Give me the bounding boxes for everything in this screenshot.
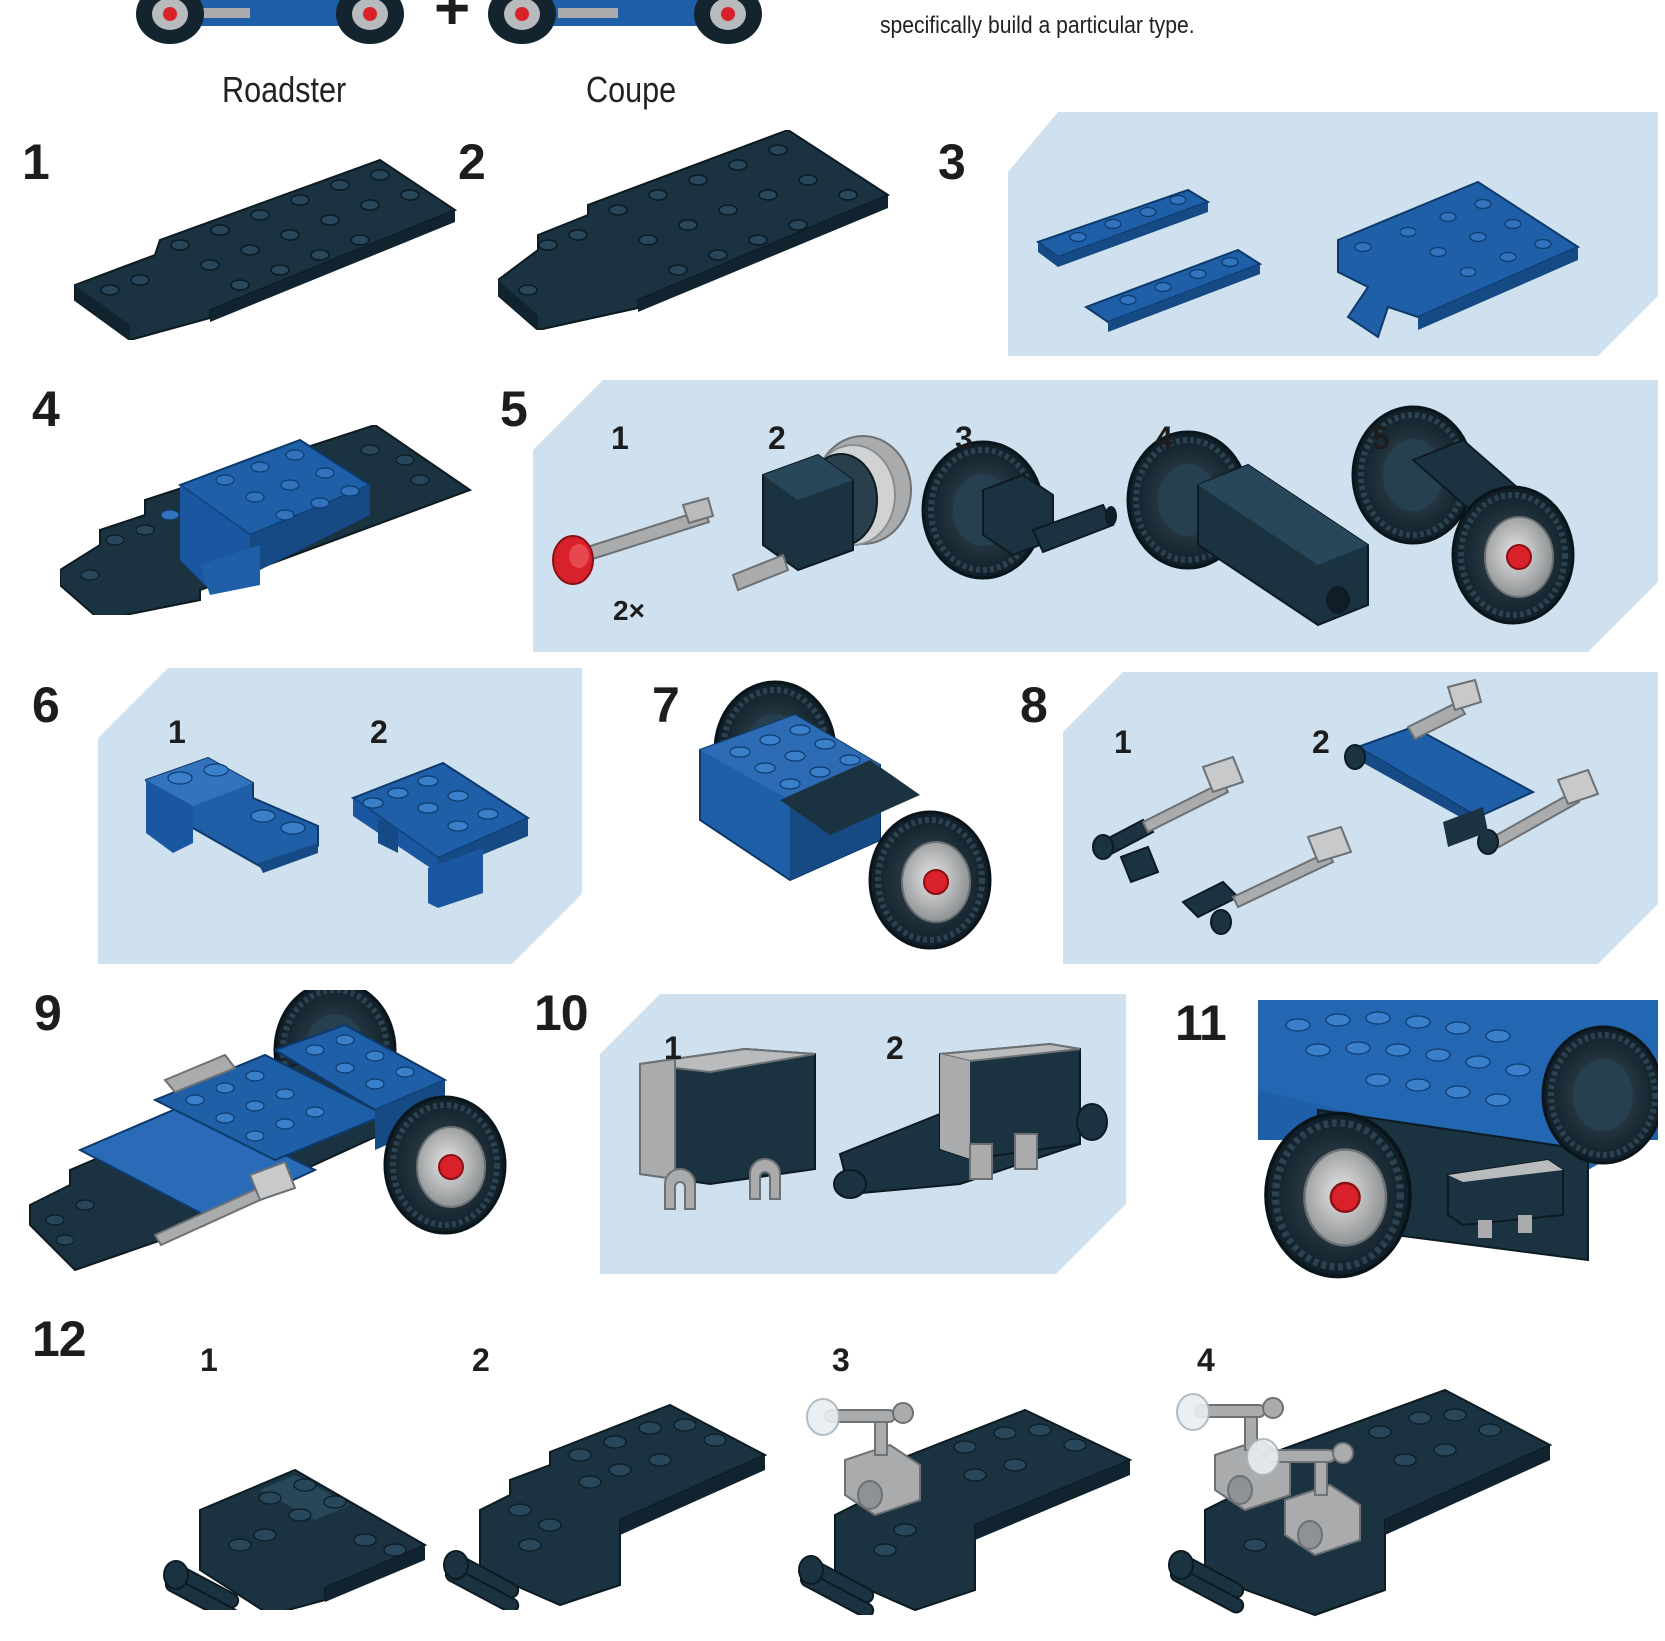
- plus-symbol: +: [434, 0, 471, 43]
- step-5-substep-5: 5: [1372, 420, 1390, 456]
- step-10-substep-2: 2: [886, 1030, 904, 1066]
- blue-brick-1x2-stack: [146, 758, 318, 873]
- step-6-substep-2: 2: [370, 714, 388, 750]
- step-10-panel: [600, 994, 1126, 1274]
- roadster-preview: [130, 0, 420, 48]
- step-12-substep-2: 2: [472, 1342, 490, 1378]
- step-12-substep-1-illustration: [160, 1420, 430, 1610]
- wheel-pair-assembly: [1353, 407, 1573, 623]
- step-5-quantity: 2×: [613, 595, 645, 626]
- step-5-substep-1: 1: [611, 420, 629, 456]
- wheel-side-assembly: [923, 442, 1117, 578]
- step-number-9: 9: [34, 985, 62, 1041]
- step-6-panel: [98, 668, 582, 964]
- step-number-2: 2: [458, 134, 486, 190]
- step-8-substep-2: 2: [1312, 724, 1330, 760]
- step-number-3: 3: [938, 134, 966, 190]
- step-12-substep-3-illustration: [795, 1385, 1135, 1615]
- step-8-substep-1: 1: [1114, 724, 1132, 760]
- step-12-substep-2-illustration: [440, 1390, 770, 1610]
- step-8-panel: [1063, 672, 1658, 964]
- coupe-preview: [488, 0, 768, 48]
- step-7-illustration: [690, 680, 1020, 960]
- step-12-substep-4-illustration: [1165, 1370, 1565, 1620]
- step-6-substep-1: 1: [168, 714, 186, 750]
- step-3-panel: [1008, 112, 1658, 356]
- step-5-substep-3: 3: [955, 420, 973, 456]
- wheel-axle-assembly: [1128, 432, 1368, 625]
- grille-part-b: [834, 1044, 1107, 1198]
- step-number-10: 10: [534, 985, 589, 1041]
- intro-text: specifically build a particular type.: [880, 12, 1195, 39]
- exhaust-pipe-icon: [1093, 757, 1243, 882]
- step-number-12: 12: [32, 1311, 87, 1367]
- axle-pin-icon: [553, 498, 713, 584]
- step-number-11: 11: [1175, 995, 1227, 1051]
- step-5-substep-2: 2: [768, 420, 786, 456]
- step-12-substep-4: 4: [1197, 1342, 1215, 1378]
- step-4-illustration: [60, 425, 480, 615]
- roadster-label: Roadster: [222, 69, 347, 110]
- blue-plate-with-legs: [353, 763, 528, 908]
- hub-assembly: [733, 436, 911, 590]
- step-number-5: 5: [500, 381, 528, 437]
- step-number-7: 7: [652, 677, 680, 733]
- coupe-label: Coupe: [586, 69, 677, 110]
- blue-plate-cutout: [1338, 182, 1578, 337]
- step-12-substep-1: 1: [200, 1342, 218, 1378]
- step-9-illustration: [25, 990, 535, 1280]
- step-5-panel: [533, 380, 1658, 652]
- tile-with-exhausts: [1345, 680, 1598, 854]
- grille-part-a: [640, 1049, 815, 1209]
- step-10-substep-1: 1: [664, 1030, 682, 1066]
- step-number-8: 8: [1020, 677, 1048, 733]
- step-11-illustration: [1258, 1000, 1658, 1290]
- step-number-6: 6: [32, 677, 60, 733]
- step-2-illustration: [498, 130, 898, 330]
- step-12-substep-3: 3: [832, 1342, 850, 1378]
- step-1-illustration: [70, 150, 470, 340]
- exhaust-pipe-icon: [1183, 827, 1351, 934]
- step-number-4: 4: [32, 381, 60, 437]
- step-5-substep-4: 4: [1155, 420, 1173, 456]
- step-number-1: 1: [22, 134, 50, 190]
